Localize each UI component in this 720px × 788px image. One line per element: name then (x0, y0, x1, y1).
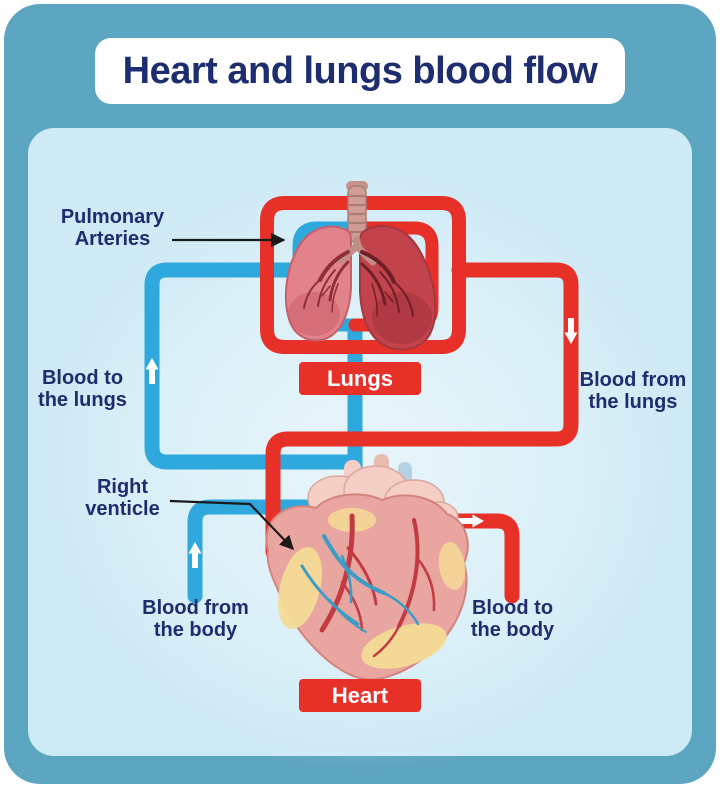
blood-to-body-tube (422, 513, 520, 604)
trachea-ribs (348, 194, 366, 234)
pointer-lines (169, 232, 294, 551)
lungs-illustration (284, 181, 437, 351)
coronary-arteries (319, 513, 436, 658)
heart-tag: Heart (299, 679, 421, 712)
label-blood-from-lungs: Blood from the lungs (579, 369, 687, 413)
left-bronchial-tree (303, 250, 350, 313)
lung-outer-loop-tube (260, 196, 466, 354)
label-right-ventricle: Right venticle (85, 476, 160, 520)
right-bronchial-tree (360, 250, 414, 317)
fat-patches (278, 508, 466, 669)
coronary-veins (300, 534, 420, 633)
page-title: Heart and lungs blood flow (122, 49, 598, 92)
pointer-line-right-ventricle (169, 499, 294, 551)
blood-from-lungs-tube (265, 262, 579, 560)
label-pulmonary-arteries: Pulmonary Arteries (60, 206, 165, 250)
right-lung-shade (372, 292, 432, 344)
lungs-tag: Lungs (299, 362, 421, 395)
blood-from-body-tube (187, 499, 343, 604)
label-blood-to-body: Blood to the body (470, 597, 555, 641)
left-lung-shade (288, 292, 340, 336)
heart-illustration (265, 454, 469, 681)
label-blood-from-body: Blood from the body (142, 597, 249, 641)
label-blood-to-lungs: Blood to the lungs (38, 367, 127, 411)
title-box: Heart and lungs blood flow (95, 38, 625, 104)
